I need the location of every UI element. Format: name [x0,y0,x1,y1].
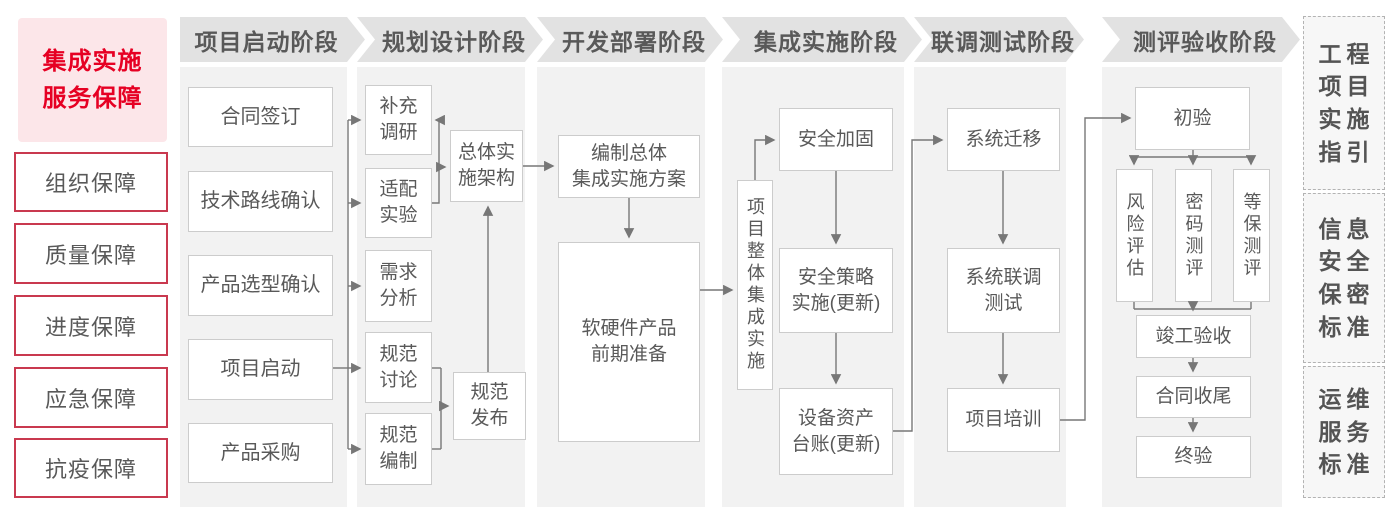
guarantee-schedule: 进度保障 [14,295,168,356]
box-product-procurement: 产品采购 [188,423,333,483]
box-project-training: 项目培训 [947,388,1060,452]
standard-om-service: 运维 服务 标准 [1303,366,1385,498]
box-system-migration: 系统迁移 [947,108,1060,171]
box-risk-assessment: 风险评估 [1116,169,1153,302]
box-contract-signing: 合同签订 [188,87,333,147]
box-adaptation-experiment: 适配 实验 [365,168,432,238]
phase-header-1: 项目启动阶段 [180,17,365,62]
box-overall-implementation-architecture: 总体实 施架构 [450,130,523,202]
guarantee-quality: 质量保障 [14,223,168,284]
box-project-kickoff: 项目启动 [188,339,333,400]
box-crypto-evaluation: 密码测评 [1175,169,1212,302]
box-system-joint-debugging-test: 系统联调 测试 [947,248,1060,333]
box-requirement-analysis: 需求 分析 [365,250,432,322]
phase-header-4: 集成实施阶段 [722,17,922,62]
box-completion-acceptance: 竣工验收 [1136,315,1251,358]
box-equipment-asset-ledger: 设备资产 台账(更新) [779,388,893,475]
phase-header-5: 联调测试阶段 [914,17,1084,62]
box-supplementary-research: 补充 调研 [365,85,432,155]
box-tech-route-confirm: 技术路线确认 [188,171,333,232]
guarantee-organization: 组织保障 [14,152,168,212]
box-contract-closure: 合同收尾 [1136,376,1251,418]
box-spec-release: 规范 发布 [453,372,526,440]
integration-service-guarantee-title: 集成实施 服务保障 [18,18,167,142]
phase-header-2: 规划设计阶段 [357,17,543,62]
box-project-overall-integration: 项目整体集成实施 [737,180,773,390]
box-product-selection-confirm: 产品选型确认 [188,255,333,316]
box-overall-integration-plan: 编制总体 集成实施方案 [558,135,700,198]
box-classified-protection-evaluation: 等保测评 [1233,169,1270,302]
standard-project-implementation-guide: 工程 项目 实施 指引 [1303,16,1385,190]
box-security-policy-implementation: 安全策略 实施(更新) [779,248,893,333]
guarantee-emergency: 应急保障 [14,367,168,428]
box-initial-acceptance: 初验 [1135,87,1250,150]
guarantee-epidemic: 抗疫保障 [14,438,168,498]
box-security-hardening: 安全加固 [779,108,893,171]
phase-header-3: 开发部署阶段 [537,17,723,62]
box-final-acceptance: 终验 [1136,436,1251,478]
box-hw-sw-product-preparation: 软硬件产品 前期准备 [558,242,700,442]
standard-info-security: 信息 安全 保密 标准 [1303,193,1385,363]
phase-header-6: 测评验收阶段 [1102,17,1300,62]
box-spec-drafting: 规范 编制 [365,413,432,485]
box-spec-discussion: 规范 讨论 [365,332,432,403]
